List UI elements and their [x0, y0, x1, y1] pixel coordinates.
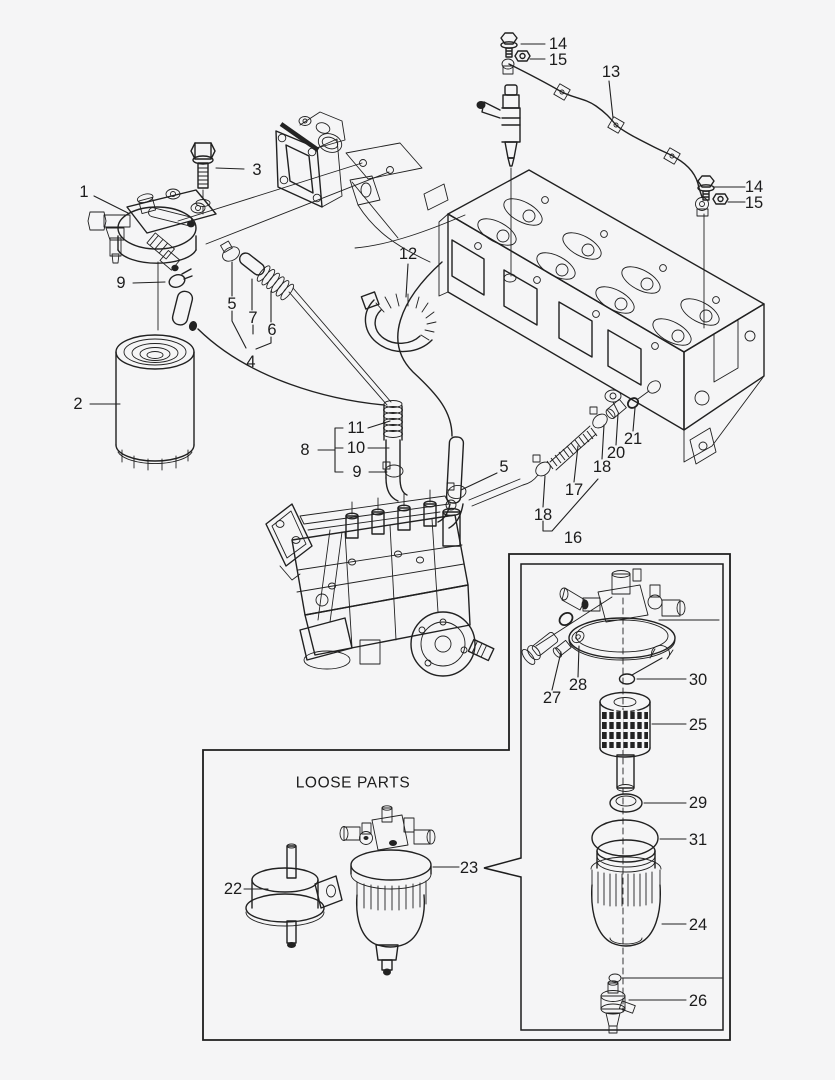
leak-off-pipe [501, 58, 709, 329]
outlet-hose [171, 290, 198, 331]
pipe-bolt-top [500, 32, 518, 58]
fuel-filter-head [87, 188, 217, 331]
drain-o-ring [608, 973, 622, 983]
hose-clip [168, 268, 193, 288]
fuel-filter-cartridge [115, 334, 195, 471]
callout-3: 3 [252, 161, 261, 179]
callout-9-b: 9 [352, 463, 361, 481]
callout-12: 12 [399, 245, 417, 263]
seal-ring [609, 793, 643, 813]
pipe-nut-right [712, 193, 729, 205]
detail-and-loose-boxes [202, 553, 731, 1041]
callout-18-b: 18 [534, 506, 552, 524]
callout-9-a: 9 [116, 274, 125, 292]
fuel-hose-run [197, 328, 385, 406]
outer-frame [202, 553, 731, 1041]
callout-1: 1 [79, 183, 88, 201]
pump-inlet-hose [382, 400, 408, 502]
cylinder-head [423, 169, 765, 465]
inlet-hose-assembly [220, 240, 392, 406]
retainer-clip [649, 645, 674, 660]
callout-5-b: 5 [499, 458, 508, 476]
callout-4: 4 [246, 353, 255, 371]
callout-15-right: 15 [745, 194, 763, 212]
sedimenter-detail [521, 568, 686, 1034]
callout-20: 20 [607, 444, 625, 462]
callout-15-top: 15 [549, 51, 567, 69]
bowl-o-ring [591, 819, 659, 857]
callout-7: 7 [248, 309, 257, 327]
spring-section [546, 425, 598, 471]
pipe-nut-top [514, 50, 531, 62]
callout-30: 30 [689, 671, 707, 689]
drain-cock [600, 980, 636, 1034]
callout-25: 25 [689, 716, 707, 734]
sedimenter-bowl [590, 839, 662, 947]
callout-22: 22 [224, 880, 242, 898]
return-spring-hose [468, 380, 661, 507]
callout-28: 28 [569, 676, 587, 694]
callout-5-a: 5 [227, 295, 236, 313]
callout-11: 11 [347, 419, 364, 437]
fuel-injector [476, 84, 521, 277]
water-sedimenter [339, 805, 436, 976]
o-ring [618, 673, 636, 685]
inline-fuel-filter [245, 843, 343, 948]
callout-31: 31 [689, 831, 707, 849]
callout-27: 27 [543, 689, 561, 707]
filter-element [599, 691, 651, 792]
callout-labels: 14 15 13 3 1 9 5 7 6 4 2 12 11 10 8 9 5 … [73, 35, 763, 1010]
intake-manifold-flange [177, 111, 466, 263]
detail-box-inner-frame [483, 563, 724, 1031]
hose-protector-coil [360, 291, 437, 353]
callout-8: 8 [300, 441, 309, 459]
callout-21: 21 [624, 430, 642, 448]
callout-10: 10 [347, 439, 365, 457]
callout-6: 6 [267, 321, 276, 339]
leader-lines [89, 43, 746, 1001]
callout-23: 23 [460, 859, 478, 877]
callout-24: 24 [689, 916, 707, 934]
return-hose-run [397, 261, 453, 437]
callout-14-right: 14 [745, 178, 763, 196]
loose-parts-title: LOOSE PARTS [296, 775, 411, 792]
callout-2: 2 [73, 395, 82, 413]
mounting-bolt [190, 142, 216, 215]
callout-16: 16 [564, 529, 582, 547]
callout-26: 26 [689, 992, 707, 1010]
pipe-bolt-right [697, 175, 715, 201]
callout-18-a: 18 [593, 458, 611, 476]
callout-29: 29 [689, 794, 707, 812]
sedimenter-head [559, 568, 686, 661]
callout-17: 17 [565, 481, 583, 499]
callout-14-top: 14 [549, 35, 567, 53]
callout-13: 13 [602, 63, 620, 81]
pump-return-tube [437, 436, 467, 529]
injection-pump [265, 489, 495, 677]
air-bleeder-plug [521, 611, 585, 665]
